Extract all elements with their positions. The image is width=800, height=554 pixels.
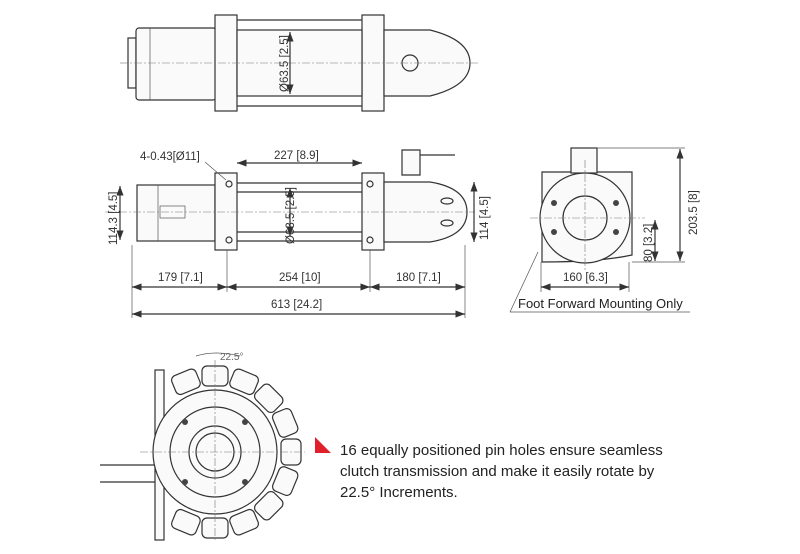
clutch-lobe: [229, 508, 259, 536]
top-drum-diameter-label: Ø63.5 [2.5]: [279, 35, 291, 92]
overall-height-label: 203.5 [8]: [688, 190, 700, 235]
side-drum-diameter-label: Ø63.5 [2.5]: [285, 187, 297, 244]
clutch-lobe: [271, 408, 299, 438]
description-line-3: 22.5° Increments.: [340, 484, 458, 501]
motor-length-label: 179 [7.1]: [158, 272, 203, 284]
description-line-2: clutch transmission and make it easily r…: [340, 463, 655, 480]
gearbox-height-label: 114 [4.5]: [479, 196, 491, 240]
overall-length-label: 613 [24.2]: [271, 299, 322, 311]
top-view: Ø63.5 [2.5]: [120, 14, 480, 112]
clutch-lobe: [229, 368, 259, 396]
clutch-lobe: [253, 490, 284, 521]
clutch-detail-view: 22.5°: [100, 352, 305, 541]
center-height-label: 80 [3.2]: [643, 224, 655, 262]
red-triangle-marker: [315, 437, 331, 453]
tie-bar-span-label: 227 [8.9]: [274, 150, 319, 162]
motor-height-label: 114.3 [4.5]: [108, 192, 120, 246]
clutch-lobe: [253, 383, 284, 414]
angle-label: 22.5°: [220, 352, 243, 363]
clutch-lobe: [171, 508, 201, 536]
mount-holes-label: 4-0.43[Ø11]: [140, 151, 200, 163]
end-view: 203.5 [8] 80 [3.2] 160 [6.3] Foot Forwar…: [509, 147, 700, 313]
drum-length-label: 254 [10]: [279, 272, 321, 284]
mounting-note: Foot Forward Mounting Only: [518, 296, 683, 311]
gearbox-length-label: 180 [7.1]: [396, 272, 441, 284]
clutch-description: 16 equally positioned pin holes ensure s…: [340, 440, 670, 503]
description-line-1: 16 equally positioned pin holes ensure s…: [340, 442, 663, 459]
width-label: 160 [6.3]: [563, 272, 608, 284]
side-view: Ø63.5 [2.5] 4-0.43[Ø11] 227 [8.9] 114.3 …: [105, 149, 491, 318]
clutch-lobe: [171, 368, 201, 396]
clutch-lobe: [271, 466, 299, 496]
